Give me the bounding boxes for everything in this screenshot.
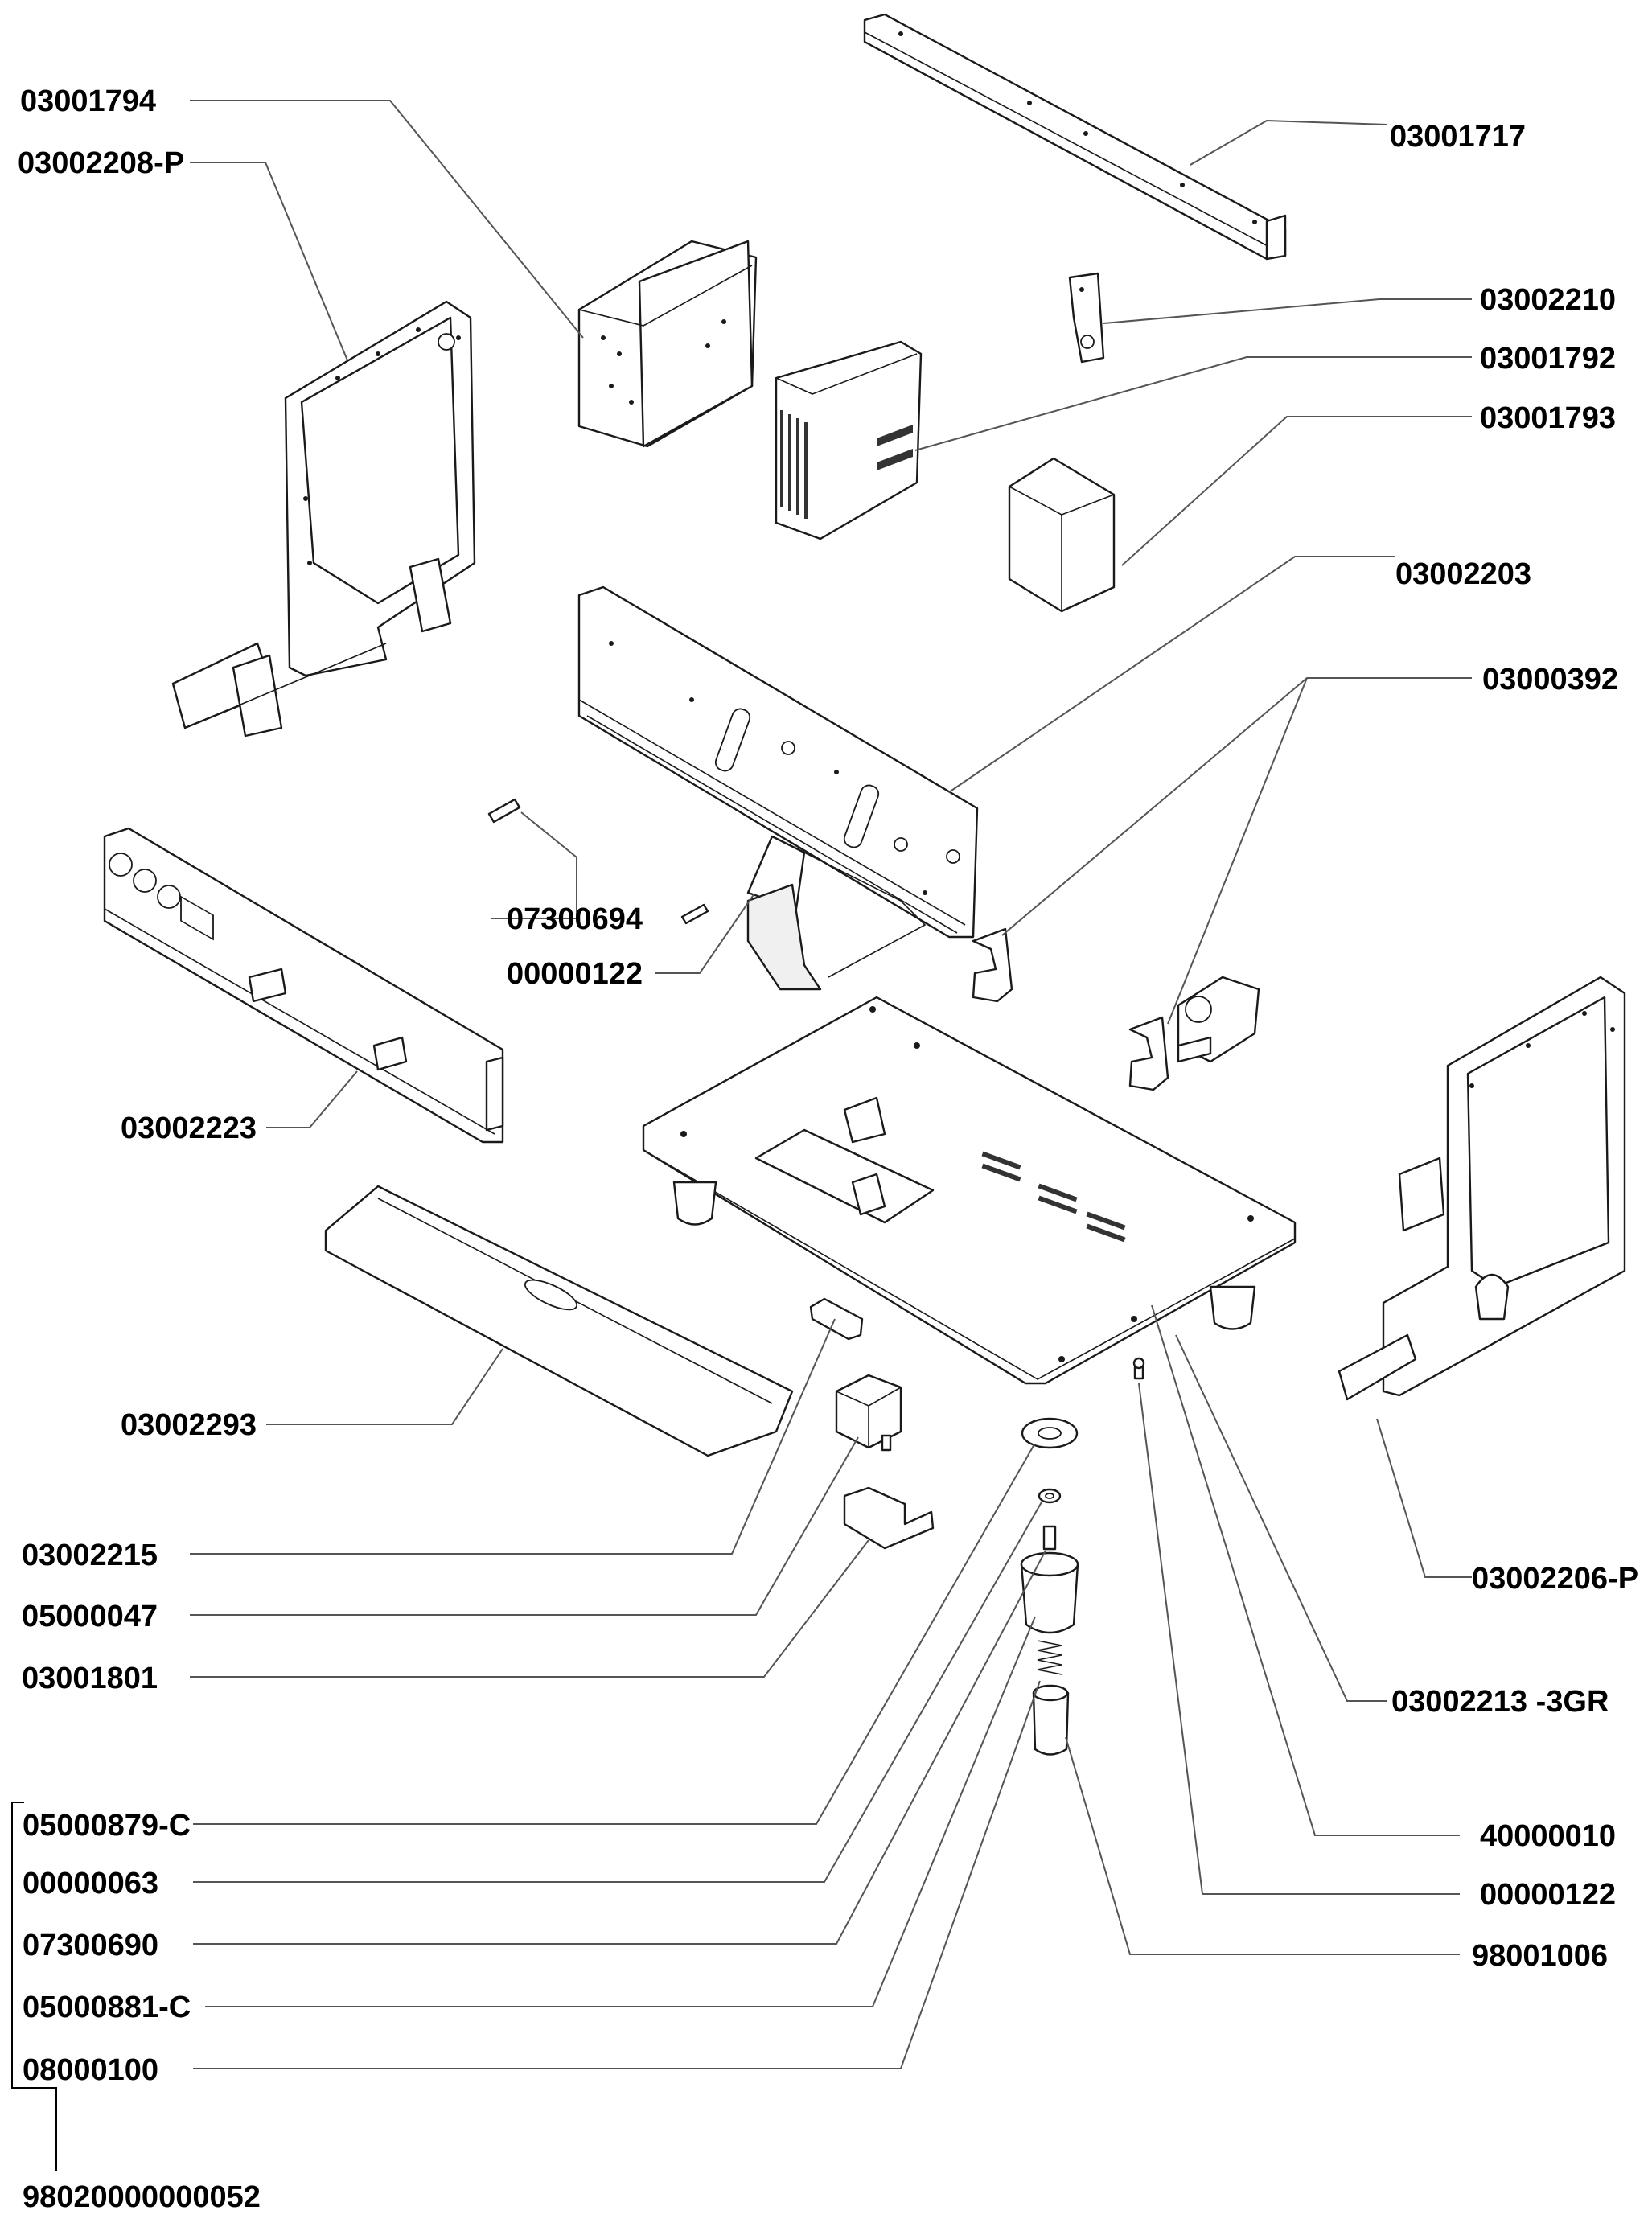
label-00000063: 00000063 bbox=[23, 1867, 158, 1900]
label-03001717: 03001717 bbox=[1390, 120, 1526, 154]
drip-tray-part bbox=[324, 1185, 794, 1457]
label-98001006: 98001006 bbox=[1472, 1939, 1608, 1973]
small-bracket-part bbox=[1068, 272, 1105, 364]
label-40000010: 40000010 bbox=[1480, 1819, 1616, 1853]
foot-assembly-part bbox=[1020, 1357, 1145, 1756]
label-08000100: 08000100 bbox=[23, 2053, 158, 2087]
label-03002223: 03002223 bbox=[121, 1111, 257, 1145]
label-98020000000052: 98020000000052 bbox=[23, 2180, 261, 2214]
box-cover-part bbox=[577, 240, 758, 448]
label-07300690: 07300690 bbox=[23, 1929, 158, 1962]
label-03002203: 03002203 bbox=[1395, 557, 1531, 591]
label-03001793: 03001793 bbox=[1480, 401, 1616, 435]
pin-part bbox=[487, 798, 709, 925]
vented-cover-part bbox=[775, 340, 923, 540]
label-03002206-p: 03002206-P bbox=[1472, 1562, 1638, 1596]
label-03002293: 03002293 bbox=[121, 1408, 257, 1442]
mount-bracket-part bbox=[843, 1486, 935, 1550]
label-03001801: 03001801 bbox=[22, 1662, 158, 1695]
l-bracket-part bbox=[972, 927, 1169, 1091]
label-00000122-upper: 00000122 bbox=[507, 957, 643, 991]
left-frame-part bbox=[171, 300, 476, 738]
back-panel-part bbox=[577, 585, 979, 991]
label-03002215: 03002215 bbox=[22, 1539, 158, 1572]
label-05000047: 05000047 bbox=[22, 1600, 158, 1633]
label-03001792: 03001792 bbox=[1480, 342, 1616, 376]
label-05000881-c: 05000881-C bbox=[23, 1991, 191, 2024]
label-03002208-p: 03002208-P bbox=[18, 146, 184, 180]
clip-part bbox=[809, 1297, 864, 1341]
leader-lines bbox=[11, 100, 1472, 2171]
base-plate-part bbox=[642, 996, 1297, 1385]
label-03002210: 03002210 bbox=[1480, 283, 1616, 317]
right-frame-part bbox=[1338, 976, 1626, 1401]
label-00000122-lower: 00000122 bbox=[1480, 1878, 1616, 1912]
top-rail-part bbox=[863, 13, 1287, 261]
label-03000392: 03000392 bbox=[1482, 663, 1618, 696]
label-07300694: 07300694 bbox=[507, 902, 643, 936]
part-number-labels: 03001794 03002208-P 03001717 03002210 03… bbox=[18, 84, 1638, 2214]
label-05000879-c: 05000879-C bbox=[23, 1809, 191, 1843]
label-03002213-3gr: 03002213 -3GR bbox=[1391, 1685, 1609, 1719]
front-panel-part bbox=[103, 827, 504, 1144]
transformer-cover-part bbox=[1008, 457, 1116, 613]
label-03001794: 03001794 bbox=[20, 84, 156, 118]
electrical-module-part bbox=[1177, 976, 1260, 1063]
switch-box-part bbox=[835, 1374, 902, 1452]
